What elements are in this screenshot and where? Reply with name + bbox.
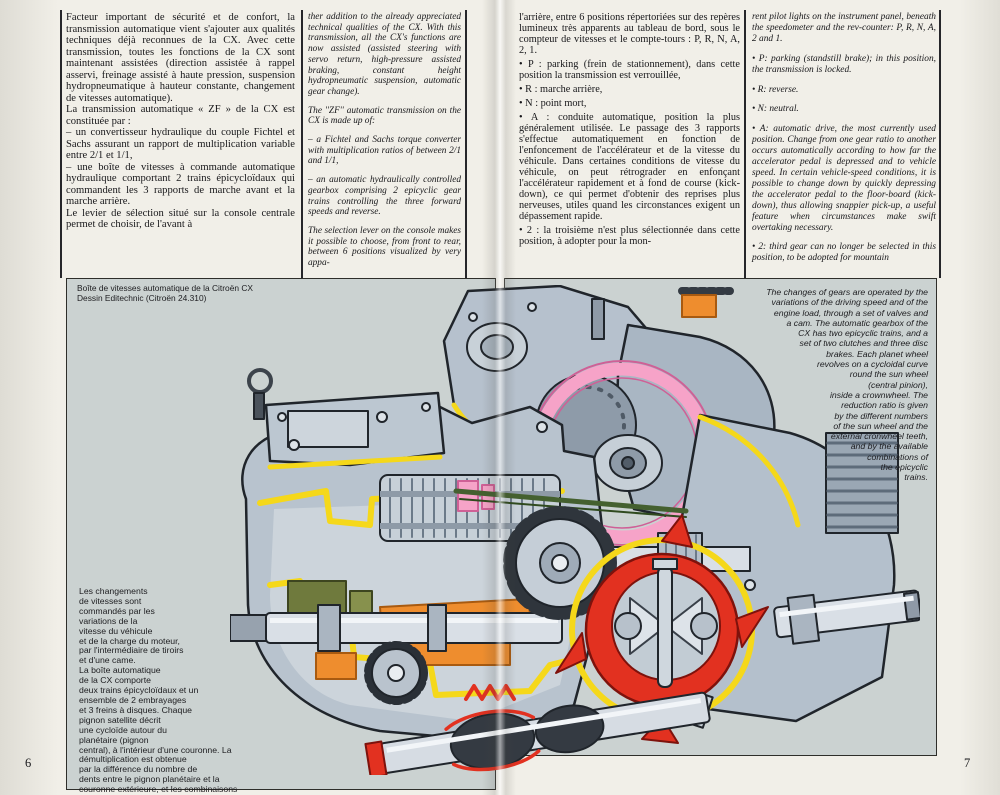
paragraph: • A: automatic drive, the most currently… [752,124,936,233]
scan-edge-left [0,0,58,795]
paragraph: • R: reverse. [752,84,799,95]
paragraph: • N: neutral. [752,104,799,115]
illustration-caption-title: Boîte de vitesses automatique de la Citr… [77,283,253,303]
paragraph: – un convertisseur hydraulique du couple… [66,127,295,161]
column-rule [301,10,303,278]
column-english-2: rent pilot lights on the instrument pane… [752,12,936,264]
paragraph: • 2: third gear can no longer be selecte… [752,242,936,264]
paragraph: ther addition to the already appreciated… [308,12,461,97]
page-number-right: 7 [964,756,971,770]
paragraph: l'arrière, entre 6 positions répertoriée… [519,12,740,56]
paragraph: – an automatic hydraulically controlled … [308,175,461,218]
column-english-1: ther addition to the already appreciated… [308,12,461,269]
paragraph: The selection lever on the console makes… [308,225,461,269]
illustration-caption-english: The changes of gears are operated by the… [766,287,928,483]
column-rule [939,10,941,278]
paragraph: The ''ZF'' automatic transmission on the… [308,105,461,127]
paragraph: – une boîte de vitesses à commande autom… [66,161,295,208]
paragraph: • N : point mort, [519,98,587,109]
paragraph: La transmission automatique « ZF » de la… [66,104,295,127]
column-french-1: Facteur important de sécurité et de conf… [66,12,295,231]
paragraph: • 2 : la troisième n'est plus sélectionn… [519,225,740,247]
page-number-left: 6 [25,756,32,770]
paragraph: • A : conduite automatique, position la … [519,112,740,222]
column-rule [744,10,746,278]
paragraph: Facteur important de sécurité et de conf… [66,12,295,104]
paragraph: • P: parking (standstill brake); in this… [752,53,936,75]
paragraph: – a Fichtel and Sachs torque converter w… [308,135,461,167]
column-rule [465,10,467,278]
column-french-2: l'arrière, entre 6 positions répertoriée… [519,12,740,247]
paragraph: Le levier de sélection situé sur la cons… [66,207,295,231]
paragraph: • R : marche arrière, [519,84,603,95]
scan-edge-right [960,0,1000,795]
column-rule [60,10,62,278]
paragraph: rent pilot lights on the instrument pane… [752,12,936,44]
paragraph: • P : parking (frein de stationnement), … [519,59,740,81]
illustration-caption-french: Les changements de vitesses sont command… [79,586,238,795]
